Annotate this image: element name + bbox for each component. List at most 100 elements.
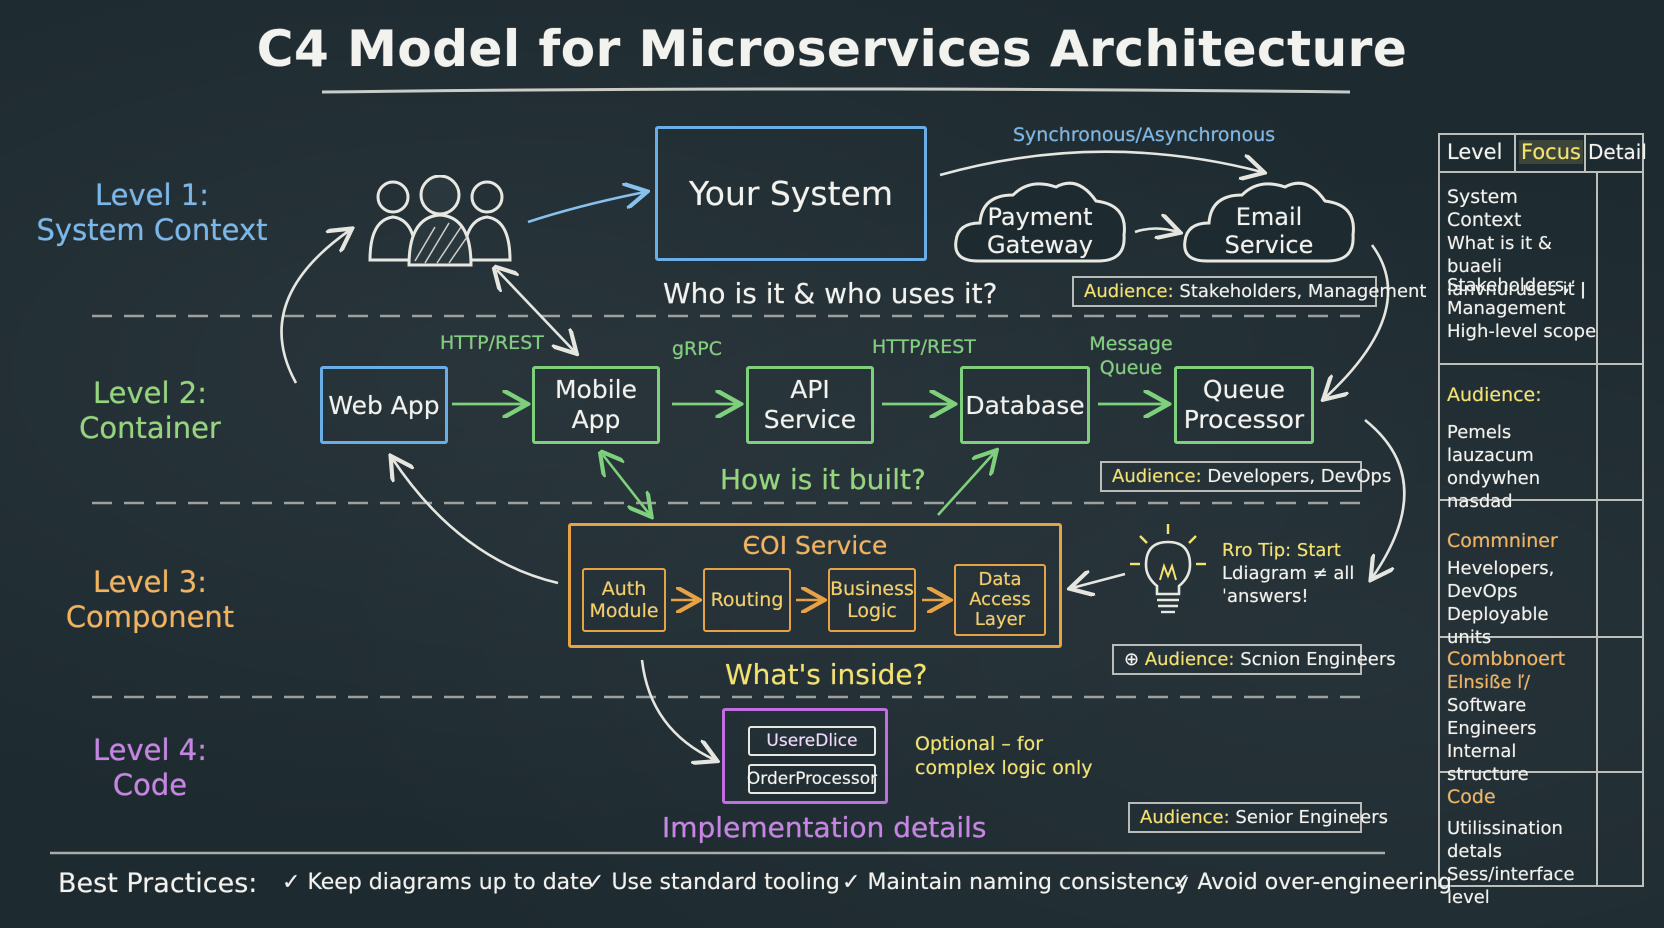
order-processor-label: OrderProcessor xyxy=(746,769,878,789)
data-access-layer-box[interactable]: Data Access Layer xyxy=(954,564,1046,636)
queue-processor-line1: Queue xyxy=(1202,375,1286,404)
pro-tip-line1: Rro Tip: Start xyxy=(1222,540,1341,561)
table-row-title: Commniner xyxy=(1447,530,1558,552)
table-row-title: Combbnoert xyxy=(1447,648,1566,670)
order-processor-class-box[interactable]: OrderProcessor xyxy=(746,764,878,794)
pro-tip-line2: Ldiagram ≠ all xyxy=(1222,563,1355,584)
lightbulb-icon xyxy=(1130,524,1206,614)
best-practice-item: ✓ Use standard tooling xyxy=(586,870,840,895)
business-logic-box[interactable]: Business Logic xyxy=(828,568,916,632)
payment-gateway-node[interactable]: Payment Gateway xyxy=(960,203,1120,259)
queue-processor-box[interactable]: Queue Processor xyxy=(1174,366,1314,444)
mobile-app-box[interactable]: Mobile App xyxy=(532,366,660,444)
api-service-box[interactable]: API Service xyxy=(746,366,874,444)
service-container-box[interactable] xyxy=(568,523,1062,648)
audience-value: Stakeholders, Management xyxy=(1179,281,1427,302)
best-practice-text: Avoid over-engineering xyxy=(1197,870,1452,895)
data-access-line3: Layer xyxy=(974,609,1026,630)
message-queue-label: Message Queue xyxy=(1082,332,1180,380)
http-rest-label-2: HTTP/REST xyxy=(872,336,976,358)
table-row: Audience: Pemels lauzacum ondywhen nasda… xyxy=(1447,384,1597,513)
table-row: Commniner Hevelopers, DevOps Deployable … xyxy=(1447,530,1597,649)
sync-async-label: Synchronous/Asynchronous xyxy=(1013,124,1276,146)
level-3-question: What's inside? xyxy=(725,658,928,691)
optional-note-line2: complex logic only xyxy=(915,757,1093,779)
table-row-line: Elnsiße ľ/ xyxy=(1447,672,1531,693)
best-practice-text: Keep diagrams up to date xyxy=(307,870,593,895)
audience-key: Audience: xyxy=(1112,466,1202,487)
best-practice-item: ✓ Maintain naming consistency xyxy=(842,870,1189,895)
table-row-line: ondywhen nasdad xyxy=(1447,468,1541,512)
audience-value: Developers, DevOps xyxy=(1207,466,1392,487)
payment-gateway-line2: Gateway xyxy=(986,231,1094,259)
level-3-name: Component xyxy=(65,600,235,634)
business-logic-line1: Business xyxy=(830,578,914,600)
database-box[interactable]: Database xyxy=(960,366,1090,444)
email-service-line2: Service xyxy=(1224,231,1314,259)
audience-key: Audience: xyxy=(1084,281,1174,302)
page-title: C4 Model for Microservices Architecture xyxy=(256,20,1408,78)
auth-module-box[interactable]: Auth Module xyxy=(582,568,666,632)
table-row-line: Management xyxy=(1447,298,1566,319)
data-access-line2: Access xyxy=(969,589,1031,610)
level-1-question: Who is it & who uses it? xyxy=(663,277,998,310)
table-row-title: System Context xyxy=(1447,186,1522,231)
table-row: System Context What is it & buaeli Ianvn… xyxy=(1447,186,1597,301)
cloud-icon xyxy=(954,181,1126,263)
api-service-line1: API xyxy=(790,375,830,404)
level-1-name: System Context xyxy=(36,213,268,247)
business-logic-line2: Logic xyxy=(847,600,897,622)
auth-module-line1: Auth xyxy=(601,578,647,600)
data-access-line1: Data xyxy=(978,569,1022,590)
audience-prefix: ⊕ xyxy=(1124,649,1140,670)
table-row-line: Software Engineers xyxy=(1447,695,1537,739)
optional-note: Optional – for complex logic only xyxy=(915,732,1092,780)
table-row: Code Utilissination detals Sess/interfac… xyxy=(1447,786,1597,909)
table-row-line: Utilissination detals xyxy=(1447,818,1563,862)
service-title: ЄOI Service xyxy=(742,531,888,560)
table-row-line: Internal structure xyxy=(1447,741,1529,785)
email-service-node[interactable]: Email Service xyxy=(1189,203,1349,259)
best-practice-item: ✓ Avoid over-engineering xyxy=(1172,870,1452,895)
optional-note-line1: Optional – for xyxy=(915,733,1044,755)
table-row-line: Pemels lauzacum xyxy=(1447,422,1534,466)
best-practice-text: Use standard tooling xyxy=(611,870,840,895)
users-group-icon xyxy=(368,175,512,267)
table-row-line: Sess/interface level xyxy=(1447,864,1575,908)
audience-value: Senior Engineers xyxy=(1235,807,1388,828)
api-service-line2: Service xyxy=(763,405,857,434)
table-row-line: Deployable units xyxy=(1447,604,1549,648)
routing-box[interactable]: Routing xyxy=(703,568,791,632)
level-3-label: Level 3: Component xyxy=(30,565,270,635)
table-row-line: Stakeholders, xyxy=(1447,275,1570,296)
check-icon: ✓ xyxy=(842,870,861,895)
best-practice-text: Maintain naming consistency xyxy=(867,870,1189,895)
level-4-label: Level 4: Code xyxy=(30,733,270,803)
level-2-audience-badge: Audience: Developers, DevOps xyxy=(1100,461,1391,492)
level-2-label: Level 2: Container xyxy=(30,376,270,446)
level-4-number: Level 4: xyxy=(93,733,207,767)
level-1-audience-badge: Audience: Stakeholders, Management xyxy=(1072,276,1427,307)
mobile-app-line2: App xyxy=(571,405,621,434)
table-row-line: High-level scope xyxy=(1447,321,1597,342)
table-header-level: Level xyxy=(1447,140,1503,164)
level-2-question: How is it built? xyxy=(720,463,926,496)
user-class-box[interactable]: UsereDlice xyxy=(748,726,876,756)
audience-key: Audience: xyxy=(1144,649,1235,670)
table-row-title: Code xyxy=(1447,786,1496,808)
table-row: Stakeholders, Management High-level scop… xyxy=(1447,274,1597,343)
table-header-detail: Detail xyxy=(1588,140,1647,164)
pro-tip-note: Rro Tip: Start Ldiagram ≠ all ˈanswers! xyxy=(1222,539,1354,608)
best-practice-item: ✓ Keep diagrams up to date xyxy=(282,870,592,895)
level-1-number: Level 1: xyxy=(95,178,209,212)
mobile-app-line1: Mobile xyxy=(554,375,637,404)
code-container-box[interactable] xyxy=(722,708,888,804)
routing-label: Routing xyxy=(710,589,784,611)
table-row: Combbnoert Elnsiße ľ/ Software Engineers… xyxy=(1447,648,1597,786)
message-queue-line2: Queue xyxy=(1099,357,1163,379)
your-system-box[interactable]: Your System xyxy=(655,126,927,261)
web-app-box[interactable]: Web App xyxy=(320,366,448,444)
table-row-title: Audience: xyxy=(1447,384,1542,406)
audience-value: Scnion Engineers xyxy=(1240,649,1396,670)
